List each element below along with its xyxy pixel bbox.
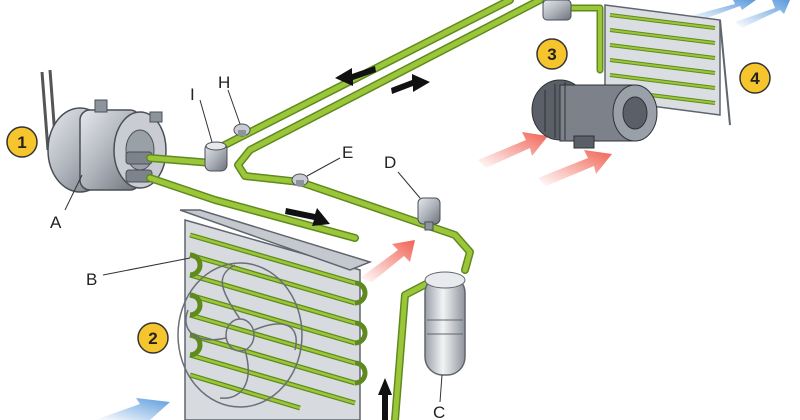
svg-text:3: 3 — [547, 45, 556, 64]
compressor — [40, 69, 167, 193]
badge-4: 4 — [739, 62, 771, 94]
leader-lines — [64, 89, 443, 403]
badge-3: 3 — [536, 38, 568, 70]
service-port-h — [233, 123, 251, 137]
condenser-fan — [177, 262, 303, 408]
arrow-left — [335, 66, 376, 86]
arrow-up — [378, 378, 392, 420]
arrow-right-condenser — [285, 208, 330, 226]
blower — [531, 79, 658, 149]
letter-labels: A B C D E H I — [50, 73, 445, 420]
label-c: C — [433, 403, 445, 420]
warm-air-arrows — [360, 132, 612, 282]
arrow-right — [391, 74, 430, 94]
receiver-drier — [424, 271, 466, 376]
svg-text:2: 2 — [148, 329, 157, 348]
label-i: I — [190, 85, 195, 104]
cool-air-arrows — [95, 0, 790, 420]
label-b: B — [86, 270, 97, 289]
service-port-e — [291, 173, 309, 187]
refrigerant-lines — [146, 0, 604, 420]
pressure-switch — [417, 197, 441, 231]
svg-text:4: 4 — [750, 69, 760, 88]
label-e: E — [342, 143, 353, 162]
label-a: A — [50, 213, 62, 232]
condenser — [177, 209, 373, 420]
badge-2: 2 — [137, 322, 169, 354]
valve-i — [204, 141, 228, 172]
flow-arrows — [285, 66, 430, 420]
label-h: H — [218, 73, 230, 92]
label-d: D — [384, 153, 396, 172]
expansion-valve — [542, 0, 572, 21]
badge-1: 1 — [6, 126, 38, 158]
svg-text:1: 1 — [17, 133, 26, 152]
